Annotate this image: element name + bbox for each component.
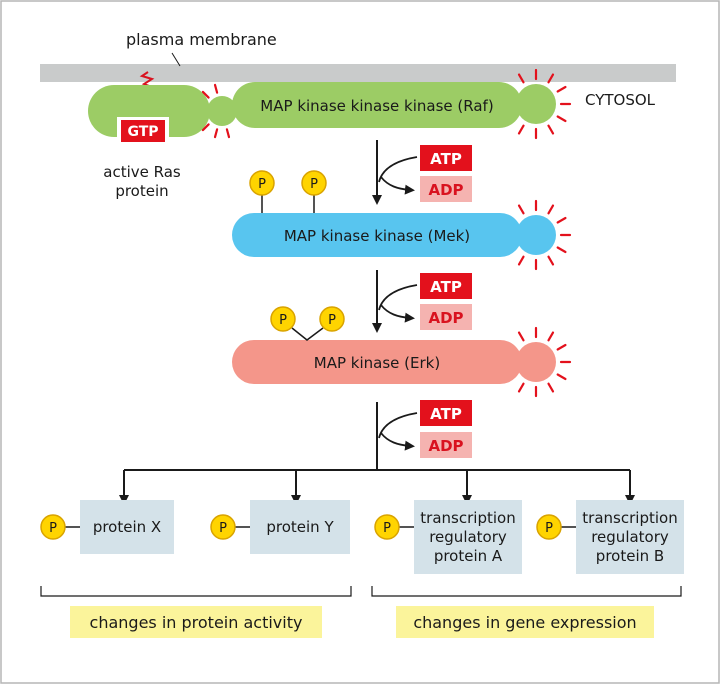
adp-label: ADP	[428, 309, 463, 327]
target-label: transcription	[420, 509, 515, 527]
atp-badge	[420, 400, 472, 426]
phosphate-icon: P	[249, 170, 275, 196]
phosphate-icon: P	[301, 170, 327, 196]
raf-kinase	[232, 82, 556, 128]
adp-badge	[420, 304, 472, 330]
erk-phosphate-stems	[291, 327, 324, 341]
svg-text:P: P	[545, 521, 553, 536]
svg-text:P: P	[258, 177, 266, 192]
erk-activation-burst-icon	[517, 326, 572, 398]
target-label: protein X	[93, 518, 161, 536]
atp-badge	[420, 273, 472, 299]
membrane-label: plasma membrane	[126, 30, 277, 49]
svg-text:P: P	[383, 521, 391, 536]
atp-badge	[420, 145, 472, 171]
phosphate-icon: P	[210, 514, 236, 540]
svg-text:P: P	[49, 521, 57, 536]
phosphate-icon: P	[536, 514, 562, 540]
target-label: protein Y	[266, 518, 334, 536]
adp-label: ADP	[428, 437, 463, 455]
target-box	[250, 500, 350, 554]
membrane-leader-line	[171, 52, 181, 67]
atp-label: ATP	[430, 150, 462, 168]
adp-badge	[420, 432, 472, 458]
svg-text:P: P	[310, 177, 318, 192]
raf-activation-burst-icon	[517, 68, 572, 140]
protein-activity-label: changes in protein activity	[90, 613, 303, 632]
cytosol-label: CYTOSOL	[585, 91, 656, 109]
target-label: regulatory	[429, 528, 507, 546]
adp-label: ADP	[428, 181, 463, 199]
target-protein: protein Y P	[210, 500, 350, 554]
target-protein: protein X P	[40, 500, 174, 554]
protein-activity-bracket	[40, 586, 352, 597]
gtp-badge	[121, 120, 165, 142]
target-box	[576, 500, 684, 574]
erk-kinase	[232, 340, 556, 384]
target-label: transcription	[582, 509, 677, 527]
ras-activation-burst-icon	[201, 83, 231, 139]
plasma-membrane	[40, 64, 676, 82]
svg-text:P: P	[279, 313, 287, 328]
mek-label: MAP kinase kinase (Mek)	[284, 227, 470, 245]
atp-label: ATP	[430, 405, 462, 423]
target-box	[80, 500, 174, 554]
gene-expression-label: changes in gene expression	[413, 613, 636, 632]
phosphate-icon: P	[374, 514, 400, 540]
phosphorylation-arrow-3	[376, 402, 418, 470]
erk-label: MAP kinase (Erk)	[314, 354, 440, 372]
atp-label: ATP	[430, 278, 462, 296]
target-label: regulatory	[591, 528, 669, 546]
ras-label-line2: protein	[115, 182, 168, 200]
phosphate-icon: P	[270, 306, 296, 332]
target-label: protein B	[596, 547, 664, 565]
adp-badge	[420, 176, 472, 202]
phosphorylation-arrow-2	[372, 270, 418, 333]
ras-label-line1: active Ras	[103, 163, 181, 181]
gtp-label: GTP	[127, 124, 158, 140]
target-branch-lines	[119, 469, 635, 505]
mek-activation-burst-icon	[517, 199, 572, 271]
svg-text:P: P	[219, 521, 227, 536]
svg-text:P: P	[328, 313, 336, 328]
gene-expression-bracket	[371, 586, 682, 597]
target-box	[414, 500, 522, 574]
gene-expression-box	[396, 606, 654, 638]
raf-label: MAP kinase kinase kinase (Raf)	[260, 97, 493, 115]
mek-kinase	[232, 213, 556, 257]
target-label: protein A	[434, 547, 503, 565]
phosphorylation-arrow-1	[372, 140, 418, 205]
phosphate-icon: P	[40, 514, 66, 540]
phosphate-icon: P	[319, 306, 345, 332]
protein-activity-box	[70, 606, 322, 638]
